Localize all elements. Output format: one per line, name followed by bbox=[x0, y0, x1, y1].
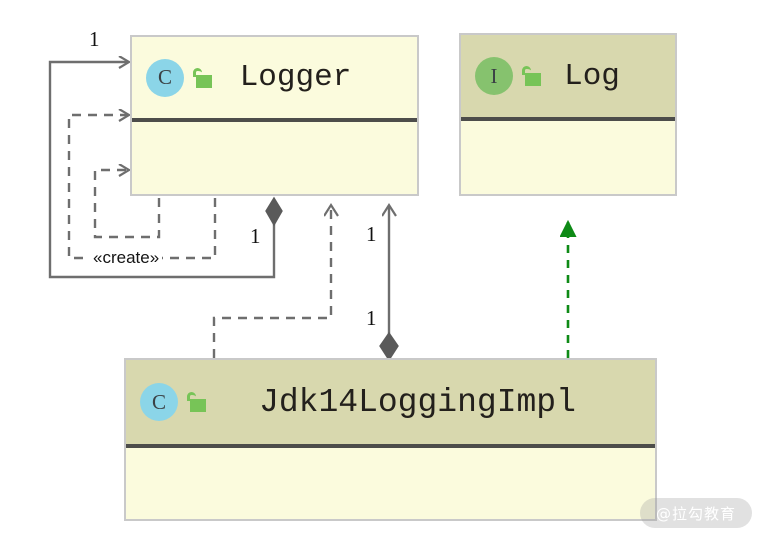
class-members-logger bbox=[132, 122, 417, 194]
class-box-log[interactable]: I Log bbox=[459, 33, 677, 196]
unlocked-padlock-icon bbox=[521, 64, 543, 88]
multiplicity-label-logger-diamond: 1 bbox=[250, 224, 261, 248]
unlocked-padlock-icon bbox=[192, 66, 214, 90]
class-members-jdk14loggingimpl bbox=[126, 448, 655, 519]
class-members-log bbox=[461, 121, 675, 194]
watermark-badge: @拉勾教育 bbox=[639, 498, 752, 528]
aggregation-diamond-logger bbox=[265, 196, 283, 227]
class-name-log: Log bbox=[564, 58, 620, 94]
class-box-jdk14loggingimpl[interactable]: C Jdk14LoggingImpl bbox=[124, 358, 657, 521]
aggregation-diamond-jdk14 bbox=[379, 331, 399, 362]
multiplicity-label-jdk14-tail: 1 bbox=[366, 306, 377, 330]
class-stereotype-badge-icon: C bbox=[146, 58, 184, 97]
stereotype-label-create: «create» bbox=[90, 248, 163, 268]
class-name-logger: Logger bbox=[239, 60, 352, 95]
class-stereotype-badge-icon: C bbox=[140, 383, 178, 421]
class-header-log: I Log bbox=[461, 35, 675, 121]
edge-association-create-solid[interactable] bbox=[48, 62, 283, 279]
interface-stereotype-badge-icon: I bbox=[475, 57, 513, 95]
edge-dependency-inner[interactable] bbox=[93, 170, 161, 239]
edge-dependency-outer[interactable] bbox=[67, 115, 217, 260]
edge-dependency-jdk14-logger[interactable] bbox=[212, 206, 331, 358]
class-name-jdk14loggingimpl: Jdk14LoggingImpl bbox=[259, 383, 576, 421]
class-header-jdk14loggingimpl: C Jdk14LoggingImpl bbox=[126, 360, 655, 448]
multiplicity-label-jdk14-head: 1 bbox=[366, 222, 377, 246]
class-header-logger: C Logger bbox=[132, 37, 417, 122]
class-box-logger[interactable]: C Logger bbox=[130, 35, 419, 196]
edge-aggregation-jdk14-logger[interactable] bbox=[379, 206, 399, 362]
multiplicity-label-logger-in: 1 bbox=[89, 27, 100, 51]
unlocked-padlock-icon bbox=[186, 390, 208, 414]
